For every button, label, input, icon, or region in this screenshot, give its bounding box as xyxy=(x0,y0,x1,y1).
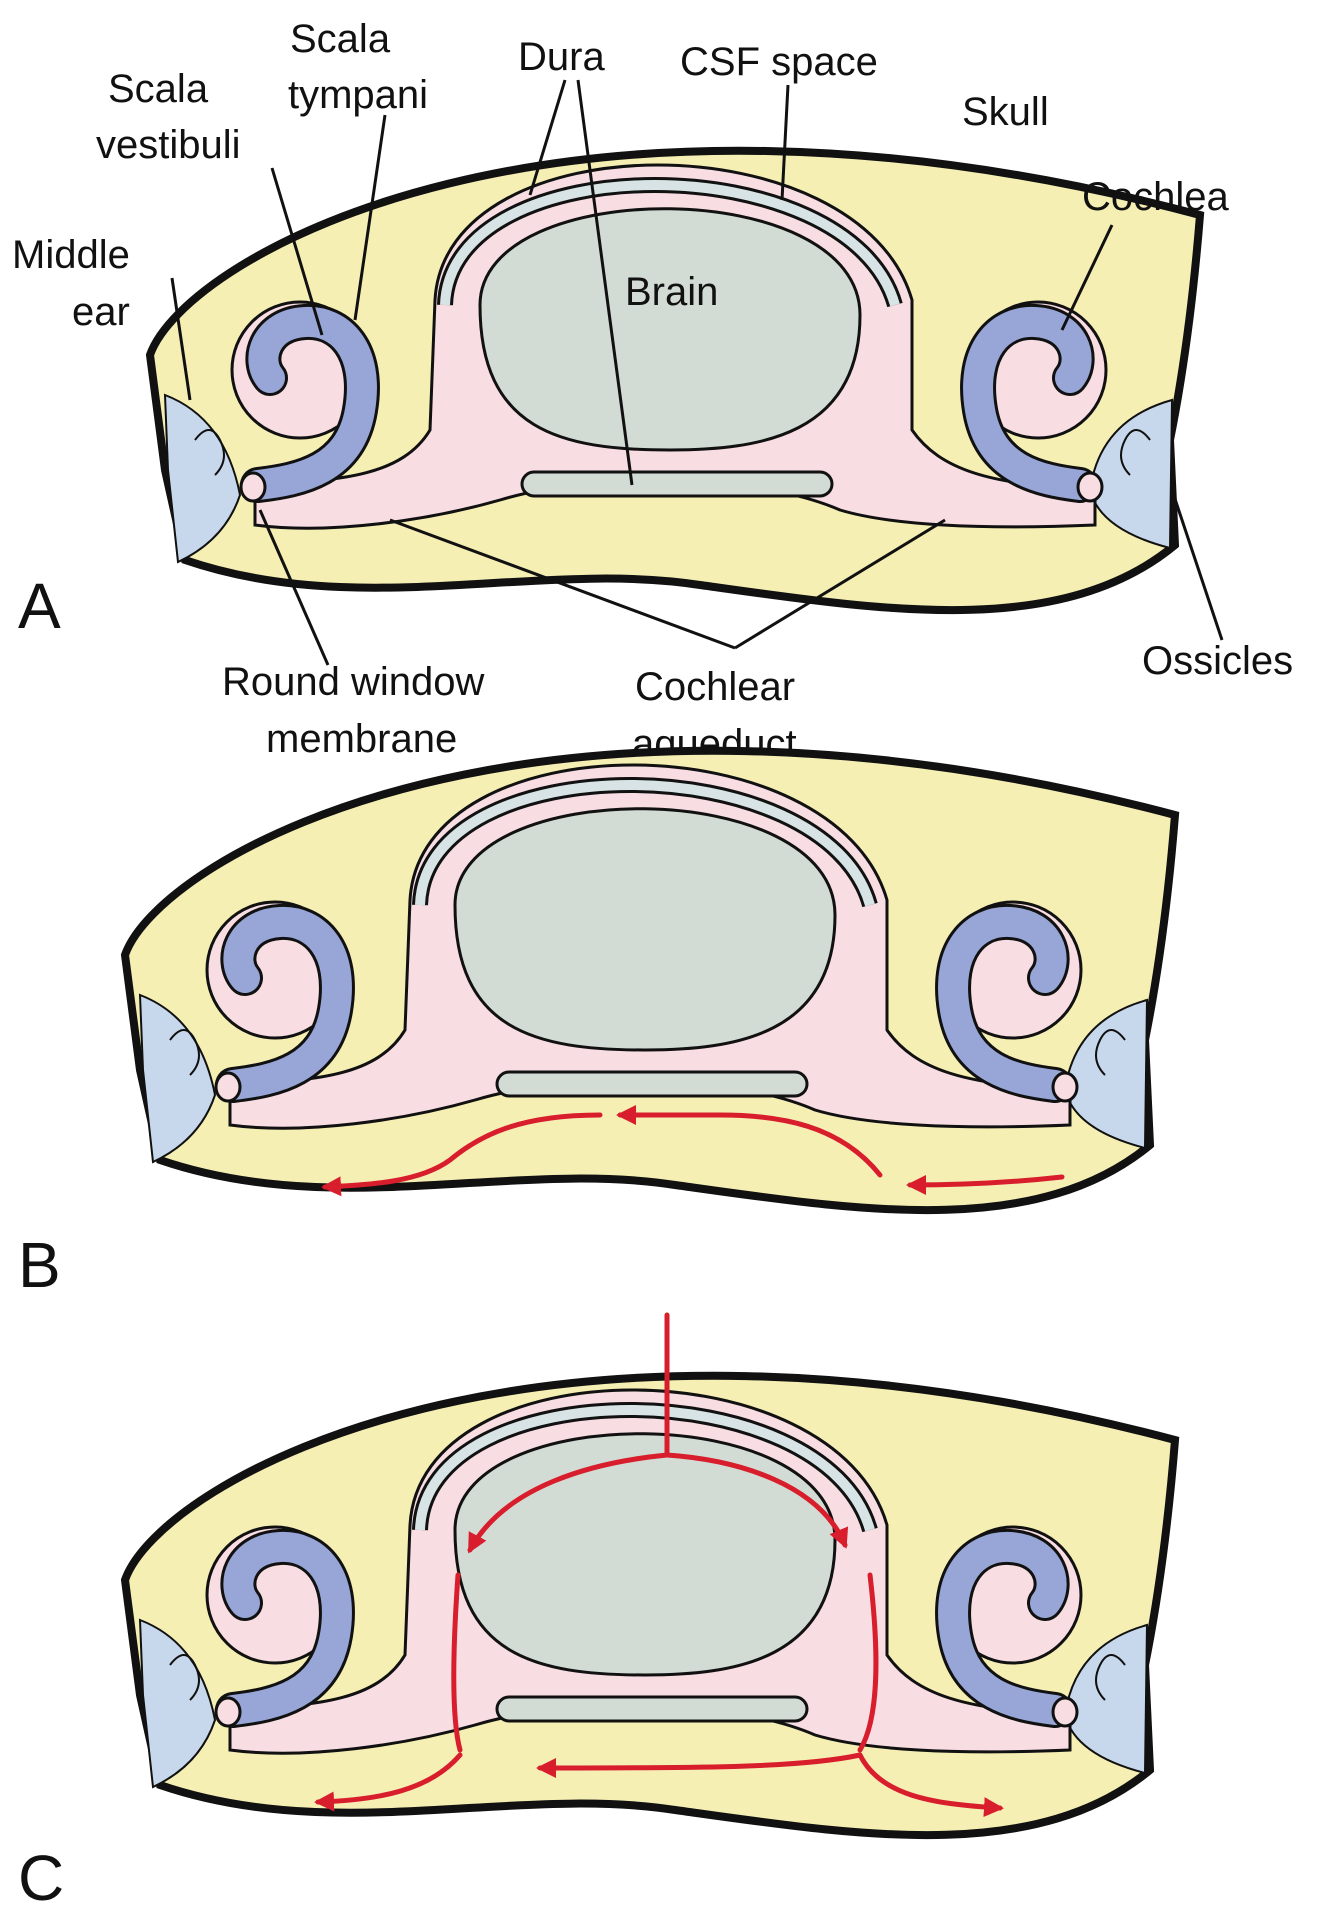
flow-arrow-b-right xyxy=(906,1174,1065,1195)
label-skull: Skull xyxy=(962,90,1049,134)
leader-ossicles xyxy=(1170,489,1224,641)
flow-arrow-c-left-down xyxy=(451,1572,463,1753)
panel-a: A Scala tympani Scala vestibuli Middle e… xyxy=(12,17,1293,766)
label-cochlear-aqueduct-1: Cochlear xyxy=(635,665,795,709)
panel-letter-c: C xyxy=(18,1842,64,1914)
flow-arrow-c-top-left xyxy=(467,1452,670,1554)
flow-arrow-b-middle xyxy=(616,1105,883,1178)
label-brain: Brain xyxy=(625,270,718,314)
flow-arrow-c-right-down xyxy=(857,1572,879,1753)
leader-cochlea xyxy=(1060,224,1114,331)
flow-arrow-c-top-right xyxy=(664,1452,849,1549)
flow-arrow-c-bottom-left xyxy=(314,1752,463,1812)
leader-scala-tympani xyxy=(353,114,387,321)
panel-b: B xyxy=(18,751,1175,1301)
label-middle-ear-1: Middle xyxy=(12,233,130,277)
label-scala-tympani-1: Scala xyxy=(290,17,391,61)
label-cochlea: Cochlea xyxy=(1082,175,1230,219)
panel-c: C xyxy=(18,1312,1175,1914)
label-scala-tympani-2: tympani xyxy=(288,73,428,117)
panel-letter-a: A xyxy=(18,570,61,642)
label-round-window-2: membrane xyxy=(266,717,457,761)
leader-scala-vestibuli xyxy=(270,167,324,336)
head-section-b xyxy=(125,751,1175,1210)
leader-middle-ear xyxy=(170,277,192,401)
leader-dura-right xyxy=(576,79,634,486)
label-scala-vestibuli-2: vestibuli xyxy=(96,123,241,167)
flow-arrow-c-bottom-middle xyxy=(536,1752,863,1778)
flow-arrow-c-bottom-right xyxy=(857,1752,1004,1818)
leader-dura-left xyxy=(528,79,567,196)
label-middle-ear-2: ear xyxy=(72,290,130,334)
flow-arrow-b-left xyxy=(321,1112,603,1197)
leader-cochlear-aqueduct-right xyxy=(734,518,946,650)
leader-round-window xyxy=(258,509,330,666)
label-scala-vestibuli-1: Scala xyxy=(108,67,209,111)
label-round-window-1: Round window xyxy=(222,660,484,704)
leader-cochlear-aqueduct-left xyxy=(389,518,736,650)
leader-csf-space xyxy=(780,84,790,201)
label-csf-space: CSF space xyxy=(680,40,878,84)
label-dura: Dura xyxy=(518,35,605,79)
head-section-a xyxy=(150,151,1200,610)
panel-letter-b: B xyxy=(18,1229,61,1301)
label-ossicles: Ossicles xyxy=(1142,639,1293,683)
